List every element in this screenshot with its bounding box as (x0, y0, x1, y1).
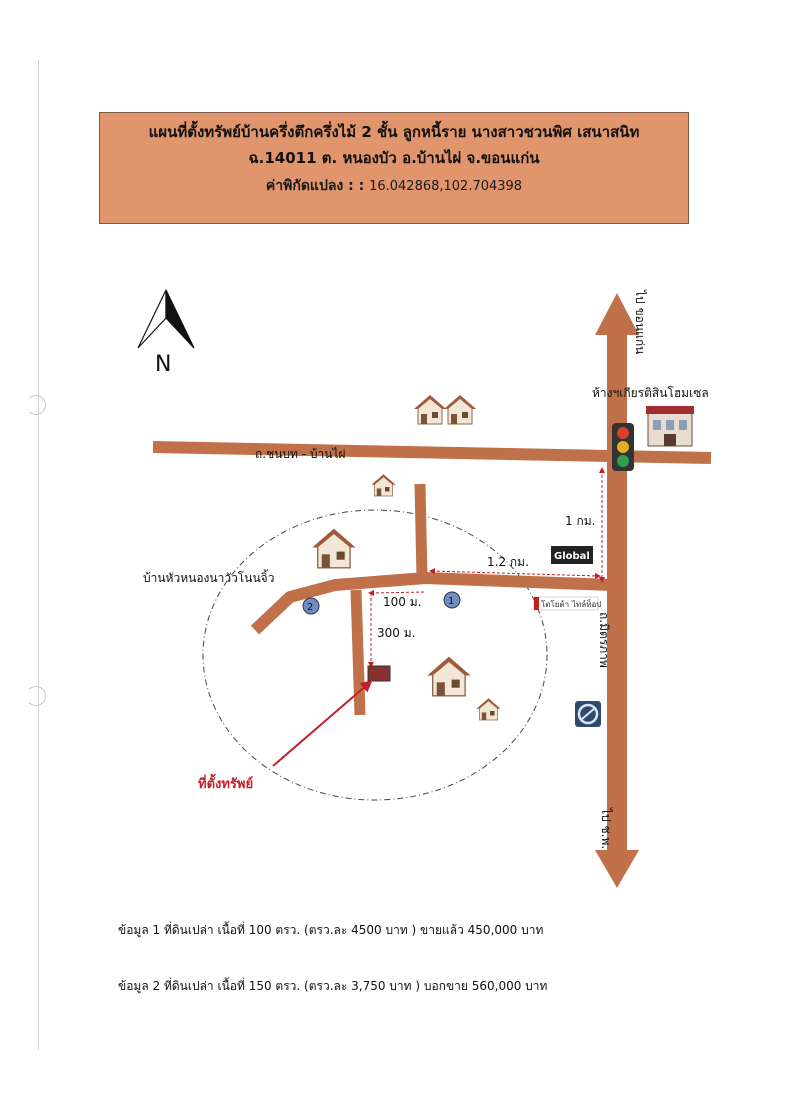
punch-hole (26, 686, 46, 706)
svg-text:Global: Global (554, 551, 590, 562)
scan-margin-line (38, 60, 39, 1050)
distance-300m-label: 300 ม. (377, 626, 415, 640)
house-icon (413, 394, 447, 425)
road-top-label: ถ.ชนบท - บ้านไผ่ (255, 447, 346, 461)
coordinate-value: 16.042868,102.704398 (369, 179, 523, 194)
traffic-light-icon (612, 423, 634, 471)
marker-1-label: 1 (448, 596, 454, 607)
house-icon (426, 655, 472, 697)
toyota-dealer-logo: โตโยต้า ไทล์ท็อป (533, 596, 601, 611)
house-icon (443, 394, 477, 425)
north-arrow-icon (137, 289, 195, 349)
comparable-marker-1 (443, 591, 461, 609)
guide-100m (368, 589, 426, 596)
distance-1km-label: 1 กม. (565, 514, 595, 528)
road-soi-north (414, 483, 428, 579)
coordinate-label: ค่าพิกัดแปลง : : (265, 178, 365, 194)
store-building-icon (646, 406, 694, 447)
distance-1-2km-label: 1.2 กม. (487, 555, 529, 569)
road-north-label: ไป ขอนแก่น (633, 289, 647, 354)
svg-text:โตโยต้า: โตโยต้า (541, 599, 569, 609)
title-line-2: ฉ.14011 ต. หนองบัว อ.บ้านไผ่ จ.ขอนแก่น (248, 149, 540, 167)
comparable-marker-2 (302, 597, 320, 615)
map-title-box: แผนที่ตั้งทรัพย์บ้านครึ่งตึกครึ่งไม้ 2 ช… (99, 112, 689, 224)
house-icon (476, 697, 501, 721)
survey-radius-circle (202, 509, 548, 801)
road-soi-property (350, 589, 366, 716)
property-pointer-arrow (272, 680, 373, 767)
global-house-logo: Global (551, 546, 593, 564)
property-plot (367, 665, 391, 682)
distance-100m-label: 100 ม. (383, 595, 421, 609)
marker-2-label: 2 (307, 602, 313, 613)
svg-text:ไทล์ท็อป: ไทล์ท็อป (571, 599, 601, 609)
road-north-arrow (595, 293, 639, 335)
info-row-2: ข้อมูล 2 ที่ดินเปล่า เนื้อที่ 150 ตรว. (… (118, 979, 548, 993)
house-icon (371, 473, 396, 497)
title-line-1: แผนที่ตั้งทรัพย์บ้านครึ่งตึกครึ่งไม้ 2 ช… (148, 123, 640, 141)
road-south-arrow (595, 850, 639, 888)
info-row-1: ข้อมูล 1 ที่ดินเปล่า เนื้อที่ 100 ตรว. (… (118, 923, 544, 937)
road-village (250, 572, 613, 635)
north-label: N (155, 352, 171, 377)
coordinate-line: ค่าพิกัดแปลง : : 16.042868,102.704398 (100, 175, 688, 197)
village-label: บ้านหัวหนองนาวัวโนนจิ้ว (143, 569, 274, 585)
property-label: ที่ตั้งทรัพย์ (198, 773, 253, 792)
guide-1-2km (429, 568, 601, 579)
punch-hole (26, 395, 46, 415)
store-label: ห้างฯเกียรติสินโฮมเซล (592, 386, 709, 400)
house-icon (311, 527, 357, 569)
gas-station-logo (575, 701, 601, 727)
road-south-label: ไป ช.พ. (599, 807, 613, 849)
road-main-label: ถ.มิตรภาพ (597, 612, 611, 668)
